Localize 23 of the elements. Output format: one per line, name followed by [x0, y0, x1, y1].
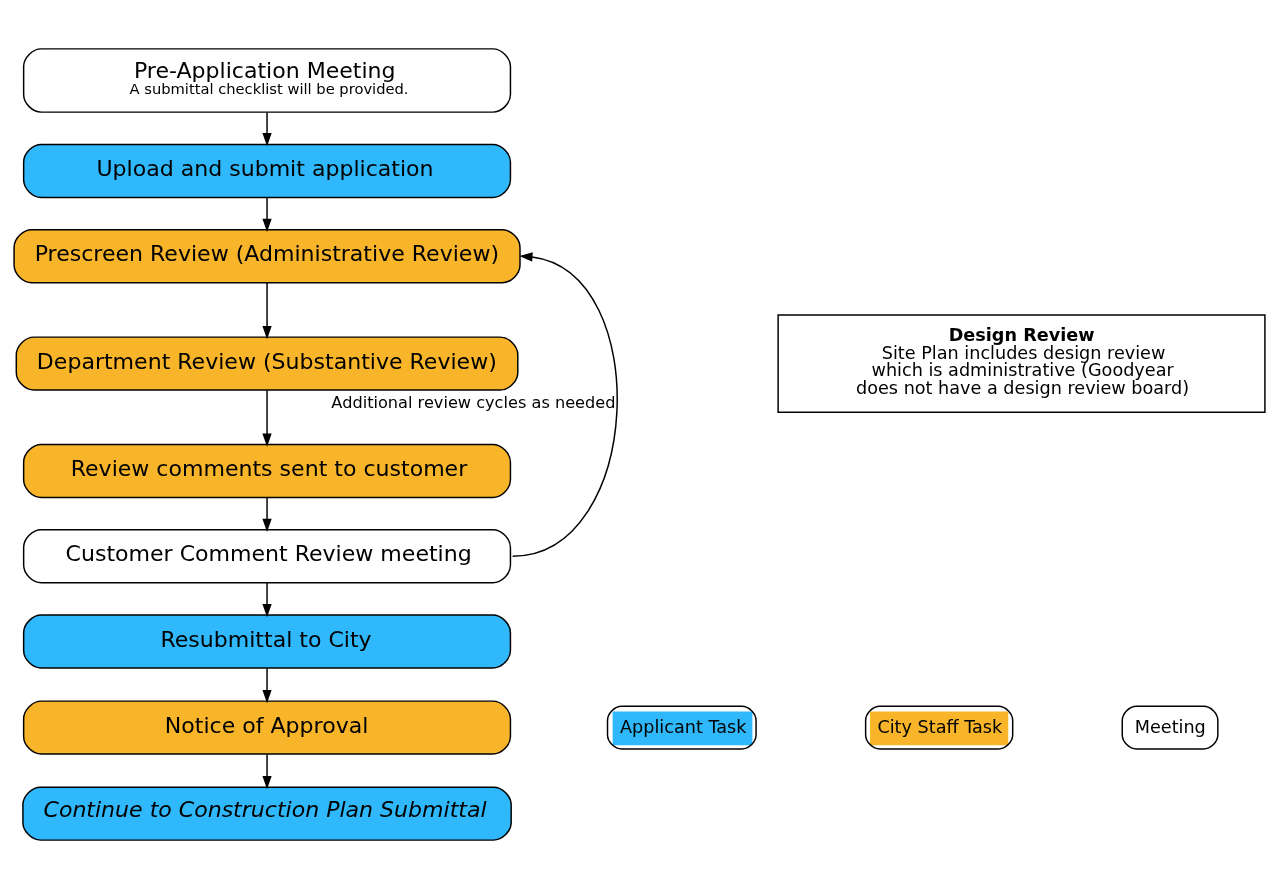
arrow — [262, 111, 272, 146]
node-box: Notice of Approval — [22, 699, 512, 755]
legend-label: Meeting — [1134, 716, 1206, 737]
arrow — [262, 667, 272, 703]
arrow — [262, 389, 272, 447]
legend-label: Applicant Task — [620, 716, 747, 737]
node-box: Upload and submit application — [22, 143, 512, 198]
arrow — [262, 281, 272, 339]
node-box: Resubmittal to City — [22, 613, 512, 669]
arrow — [262, 753, 272, 789]
edge-label: Additional review cycles as needed — [331, 392, 616, 412]
node-box: Review comments sent to customer — [22, 443, 512, 498]
arrow — [511, 251, 618, 557]
node-box: Customer Comment Review meeting — [22, 528, 512, 583]
node-box: Pre-Application Meeting A submittal checklist will be provided. — [22, 47, 512, 113]
arrow — [262, 496, 272, 532]
node-box: Prescreen Review (Administrative Review) — [13, 228, 521, 283]
node-box: Continue to Construction Plan Submittal — [22, 785, 512, 841]
arrow — [262, 581, 272, 617]
arrow — [262, 196, 272, 232]
node-box: Department Review (Substantive Review) — [15, 335, 519, 391]
legend-label: City Staff Task — [877, 716, 1003, 737]
node-box: Design Review Site Plan includes design review which is administrative (Goodyear does not have a design review board) — [777, 313, 1266, 413]
